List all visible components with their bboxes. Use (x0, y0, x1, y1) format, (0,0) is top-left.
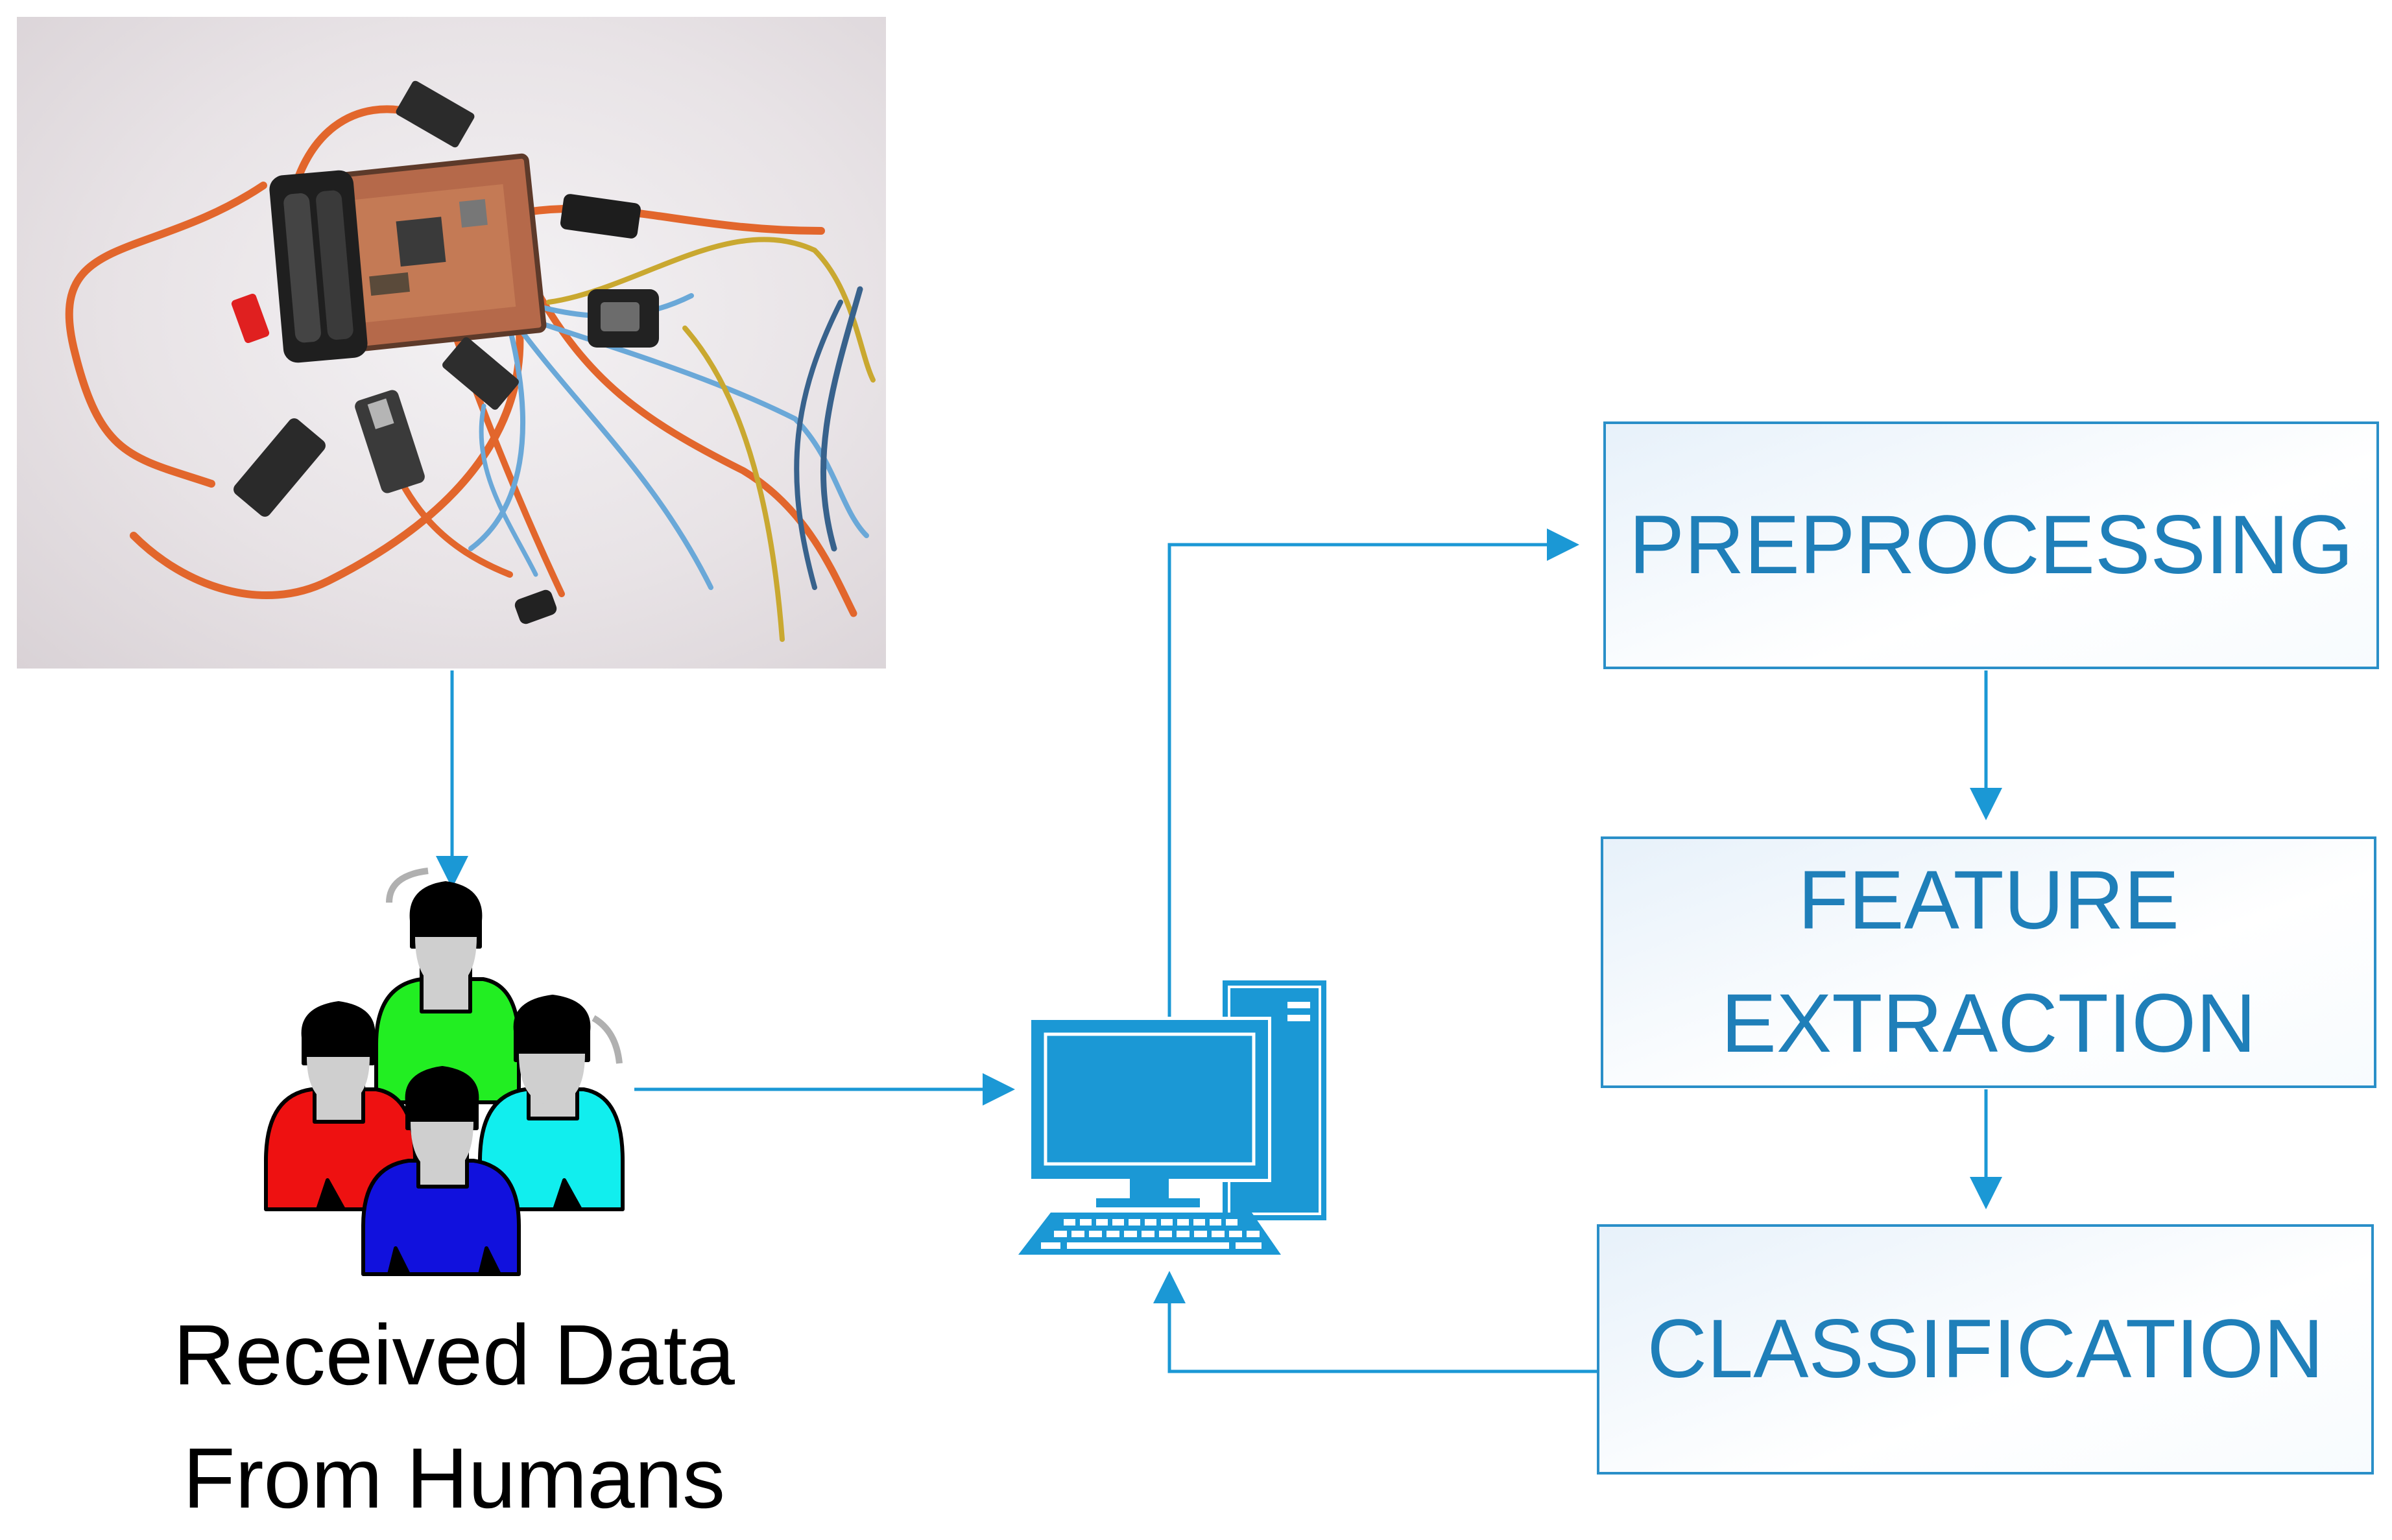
caption-line-2: From Humans (182, 1430, 726, 1526)
sensor-hardware-photo (17, 17, 886, 669)
feature-extraction-label-line-1: FEATURE (1798, 854, 2179, 947)
preprocessing-label: PREPROCESSING (1629, 499, 2354, 591)
group-of-people-icon (264, 868, 625, 1276)
preprocessing-box: PREPROCESSING (1603, 421, 2379, 669)
arrow-computer-to-preprocessing (1167, 528, 1579, 1021)
feature-extraction-box: FEATURE EXTRACTION (1601, 836, 2376, 1088)
arrow-classification-to-computer (1153, 1271, 1597, 1373)
desktop-computer-icon (1018, 980, 1326, 1255)
feature-extraction-label-line-2: EXTRACTION (1721, 977, 2256, 1070)
caption-line-1: Received Data (173, 1307, 735, 1403)
classification-box: CLASSIFICATION (1597, 1224, 2374, 1475)
people-caption: Received Data From Humans (97, 1294, 811, 1540)
classification-label: CLASSIFICATION (1647, 1303, 2324, 1395)
